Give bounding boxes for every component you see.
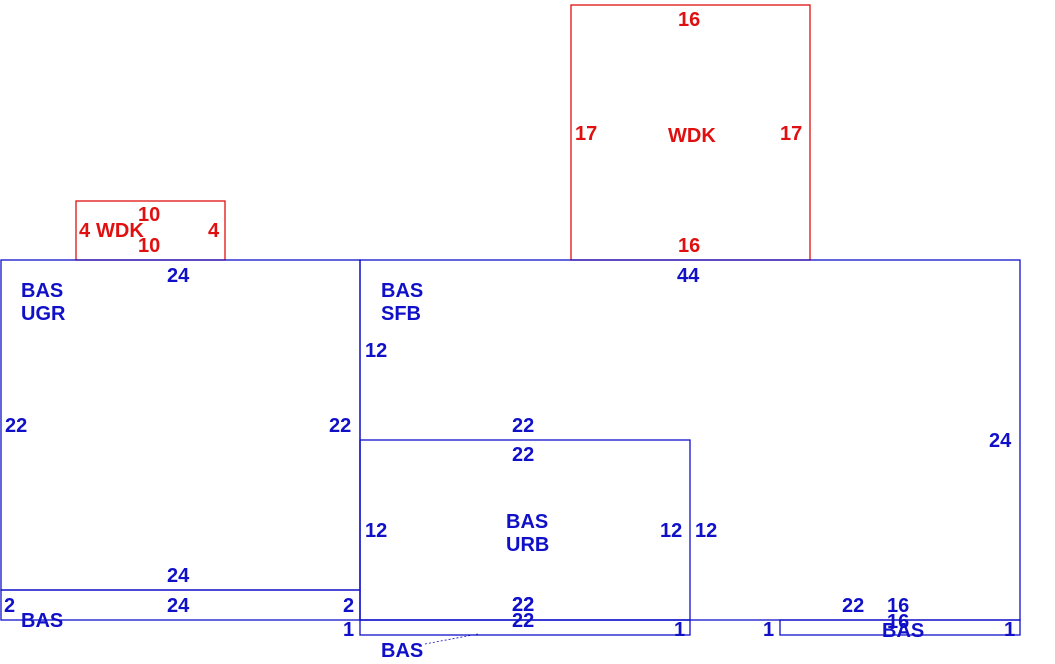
dim-label: 22	[512, 415, 534, 437]
dim-label: 17	[780, 123, 802, 145]
area-code: WDK	[96, 220, 144, 242]
dim-label: 22	[512, 594, 534, 616]
dim-label: 16	[678, 9, 700, 31]
bas-strip-right-outline	[779, 619, 1021, 636]
wdk-large: 16 16 17 17 WDK	[575, 9, 802, 257]
wdk-small: 10 10 4 4 WDK	[79, 204, 220, 257]
dim-label: 24	[167, 265, 190, 287]
dim-label: 1	[674, 619, 685, 641]
dim-label: 10	[138, 204, 160, 226]
dim-label: 4	[79, 220, 91, 242]
dim-label: 17	[575, 123, 597, 145]
dim-label: 1	[763, 619, 774, 641]
dim-label: 2	[343, 595, 354, 617]
area-code: BAS	[882, 620, 924, 642]
bas-sfb: BAS SFB 44 24 12 22 12	[365, 265, 1012, 542]
dim-label: 22	[5, 415, 27, 437]
dim-label: 16	[887, 611, 909, 633]
bas-strip-left-outline	[0, 589, 361, 621]
area-code: BAS	[381, 640, 423, 662]
bas-strip-mid-outline	[359, 619, 691, 636]
dim-label: 24	[167, 595, 190, 617]
dim-label: 22	[512, 444, 534, 466]
dim-label: 22	[329, 415, 351, 437]
dim-label: 12	[695, 520, 717, 542]
leader-line	[424, 633, 479, 645]
dim-label: 2	[4, 595, 15, 617]
dim-label: 1	[1004, 619, 1015, 641]
area-code: BAS	[21, 280, 63, 302]
dim-label: 16	[678, 235, 700, 257]
dim-label: 44	[677, 265, 700, 287]
area-subcode: UGR	[21, 303, 66, 325]
area-subcode: URB	[506, 534, 549, 556]
bas-strip-left: BAS 24 2 2 1	[4, 595, 354, 641]
dim-label: 12	[365, 340, 387, 362]
bas-urb: BAS URB 22 22 12 12 22	[365, 444, 682, 632]
area-code: WDK	[668, 125, 716, 147]
bas-ugr: BAS UGR 24 24 22 22	[5, 265, 351, 587]
area-code: BAS	[21, 610, 63, 632]
dim-label: 1	[343, 619, 354, 641]
dim-label: 12	[365, 520, 387, 542]
dim-label: 24	[989, 430, 1012, 452]
dim-label: 22	[842, 595, 864, 617]
area-code: BAS	[381, 280, 423, 302]
dim-label: 10	[138, 235, 160, 257]
area-subcode: SFB	[381, 303, 421, 325]
area-code: BAS	[506, 511, 548, 533]
bas-strip-mid: BAS 22 1	[381, 594, 685, 662]
dim-label: 16	[887, 595, 909, 617]
dim-label: 22	[512, 610, 534, 632]
dim-label: 24	[167, 565, 190, 587]
dim-label: 4	[208, 220, 220, 242]
bas-strip-right: BAS 22 16 16 1 1	[763, 595, 1015, 642]
dim-label: 12	[660, 520, 682, 542]
dim-label: 22	[512, 594, 534, 616]
